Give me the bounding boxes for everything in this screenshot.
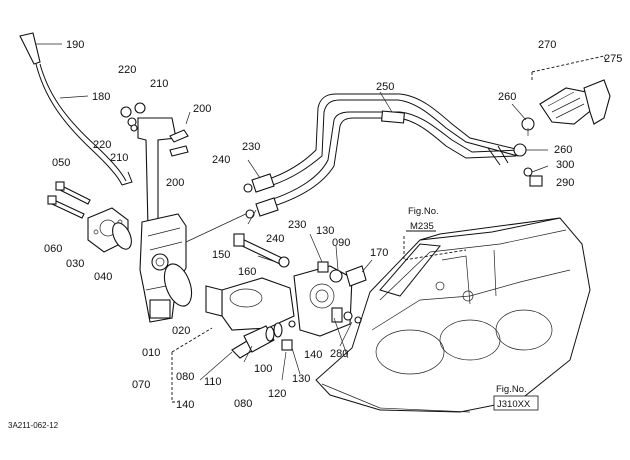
fig-ref-j310xx: Fig.No. J310XX [493,384,539,411]
leader-lines [36,43,549,381]
bolt-150 [233,233,290,268]
callout-100: 100 [254,363,272,375]
relief-valve-parts [199,320,296,381]
fig-ref-title: Fig.No. [408,206,439,217]
drawing-code: 3A211-062-12 [8,421,59,430]
callout-200: 200 [193,103,211,115]
callout-130: 130 [292,373,310,385]
fig-ref-code: J310XX [497,399,531,410]
o-ring-020 [163,263,193,307]
pipe-fittings [243,173,279,219]
fig-ref-title: Fig.No. [496,384,527,395]
control-lever [19,32,133,186]
engine-outline [315,217,591,413]
callout-240: 240 [212,154,230,166]
callout-220: 220 [118,64,136,76]
callout-110: 110 [204,376,222,388]
callout-240: 240 [266,233,284,245]
callout-290: 290 [556,177,574,189]
callout-230: 230 [242,141,260,153]
callout-labels: 190 180 220 210 220 210 200 200 050 060 … [44,39,622,411]
callout-210: 210 [110,152,128,164]
callout-200: 200 [166,177,184,189]
callout-250: 250 [376,81,394,93]
callout-300: 300 [556,159,574,171]
callout-275: 275 [604,53,622,65]
callout-270: 270 [538,39,556,51]
callout-230: 230 [288,219,306,231]
callout-120: 120 [268,388,286,400]
callout-220: 220 [93,139,111,151]
callout-010: 010 [142,347,160,359]
callout-190: 190 [66,39,84,51]
callout-280: 280 [330,348,348,360]
callout-060: 060 [44,243,62,255]
lever-bracket [120,102,189,229]
callout-050: 050 [52,157,70,169]
hydraulic-pipes [265,93,521,207]
callout-170: 170 [370,247,388,259]
small-fittings [317,261,367,324]
quick-coupler [513,55,611,187]
callout-140: 140 [304,349,322,361]
callout-160: 160 [238,266,256,278]
callout-180: 180 [92,91,110,103]
callout-030: 030 [66,258,84,270]
callout-080: 080 [176,371,194,383]
callout-260: 260 [554,144,572,156]
group-bracket-070 [171,327,213,403]
callout-090: 090 [332,237,350,249]
fig-ref-m235: Fig.No. M235 [406,206,439,232]
callout-040: 040 [94,271,112,283]
valve-cover [47,181,132,253]
callout-150: 150 [212,249,230,261]
callout-260: 260 [498,91,516,103]
callout-070: 070 [132,379,150,391]
fig-ref-code: M235 [410,221,434,232]
callout-210: 210 [150,78,168,90]
callout-130: 130 [316,225,334,237]
callout-020: 020 [172,325,190,337]
callout-140: 140 [176,399,194,411]
callout-080: 080 [234,398,252,410]
